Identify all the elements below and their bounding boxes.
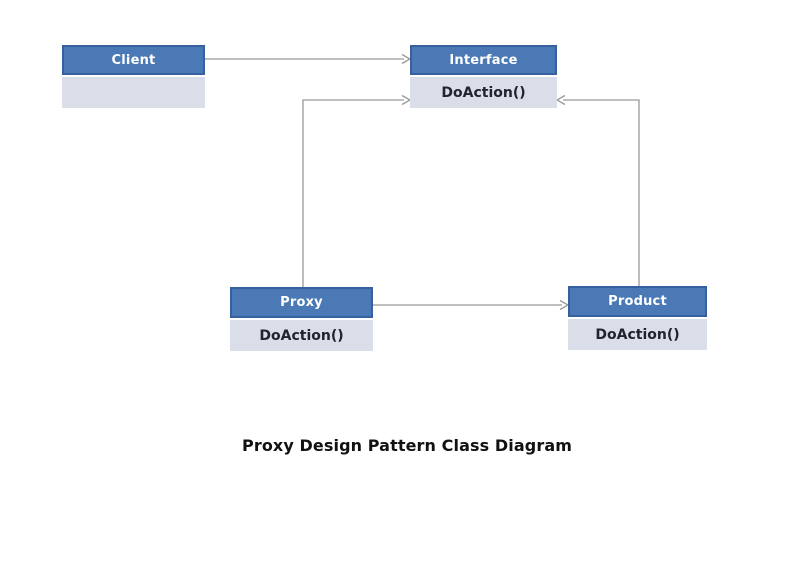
class-box-proxy: Proxy DoAction() — [230, 287, 373, 351]
class-proxy-member-row: DoAction() — [230, 320, 373, 351]
class-product-name: Product — [568, 286, 707, 317]
class-product-member-row: DoAction() — [568, 319, 707, 350]
class-client-member-row — [62, 77, 205, 108]
class-box-client: Client — [62, 45, 205, 108]
connector-proxy-to-interface — [302, 94, 412, 287]
class-box-product: Product DoAction() — [568, 286, 707, 350]
arrowhead-right-icon — [401, 53, 412, 65]
arrowhead-left-icon — [555, 94, 566, 106]
class-interface-name: Interface — [410, 45, 557, 75]
class-client-name: Client — [62, 45, 205, 75]
arrowhead-right-icon — [401, 94, 412, 106]
connector-product-to-interface — [555, 94, 640, 286]
class-box-interface: Interface DoAction() — [410, 45, 557, 108]
connector-client-to-interface — [205, 53, 412, 65]
arrowhead-right-icon — [559, 299, 570, 311]
class-interface-member-row: DoAction() — [410, 77, 557, 108]
connector-proxy-to-product — [373, 299, 570, 311]
class-proxy-name: Proxy — [230, 287, 373, 318]
diagram-title: Proxy Design Pattern Class Diagram — [242, 436, 572, 455]
